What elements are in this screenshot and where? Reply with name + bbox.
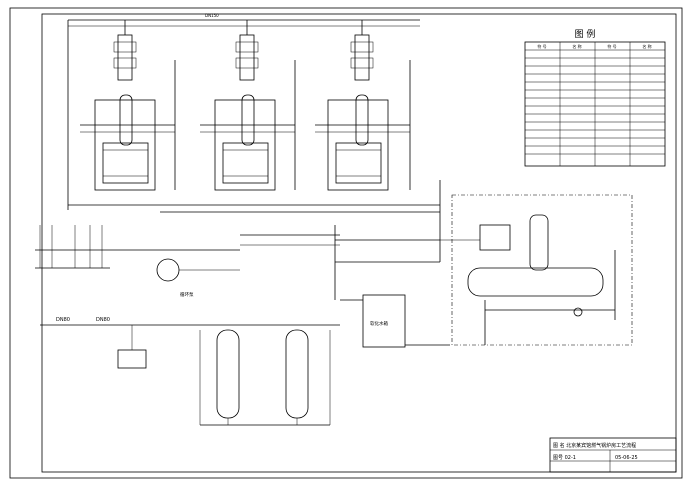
boiler-unit-2 bbox=[200, 20, 296, 191]
inlet-label-1: DN80 bbox=[56, 317, 70, 323]
left-valve-groups bbox=[35, 225, 110, 269]
title-row2: 图号 02-1 bbox=[553, 455, 576, 461]
deaerator-area bbox=[440, 194, 633, 346]
inner-frame bbox=[41, 13, 677, 473]
title-row1: 图 名 北京某宾馆燃气锅炉房工艺流程 bbox=[553, 442, 636, 449]
top-main-label: DN150 bbox=[205, 13, 219, 18]
circulation-pump: 循环泵 bbox=[110, 249, 240, 298]
legend-title: 图 例 bbox=[575, 28, 596, 40]
boiler-unit-3 bbox=[315, 20, 411, 191]
legend-col-3: 符 号 bbox=[607, 43, 616, 49]
tank-label: 软化水箱 bbox=[370, 320, 388, 327]
legend-col-1: 符 号 bbox=[537, 43, 546, 49]
inlet-label-2: DN80 bbox=[96, 317, 110, 323]
boiler-unit-1 bbox=[80, 20, 176, 191]
outer-frame bbox=[9, 7, 683, 479]
water-treatment: DN80 DN80 bbox=[40, 317, 340, 426]
legend-table: 图 例 符 号 名 称 符 号 名 称 bbox=[524, 28, 666, 167]
title-date: 05-06-25 bbox=[615, 455, 638, 461]
legend-col-4: 名 称 bbox=[642, 43, 651, 49]
softened-water-tank: 软化水箱 bbox=[340, 294, 450, 348]
pump-label: 循环泵 bbox=[180, 291, 194, 298]
title-block: 图 名 北京某宾馆燃气锅炉房工艺流程 图号 02-1 05-06-25 bbox=[549, 437, 677, 473]
legend-col-2: 名 称 bbox=[572, 43, 581, 49]
